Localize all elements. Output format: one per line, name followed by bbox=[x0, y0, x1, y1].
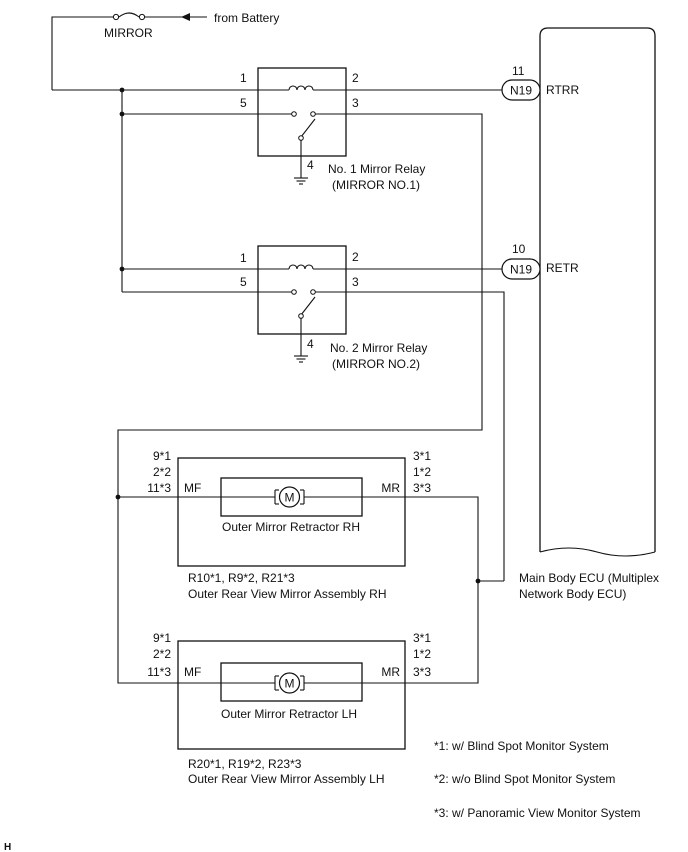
lh-assembly-name: Outer Rear View Mirror Assembly LH bbox=[188, 772, 385, 786]
relay2-pin1: 1 bbox=[240, 251, 247, 265]
lh-assembly-codes: R20*1, R19*2, R23*3 bbox=[188, 757, 302, 771]
ecu-signal-rtrr: RTRR bbox=[546, 83, 579, 97]
splice-dot bbox=[119, 266, 125, 272]
rh-terminal-mf: MF bbox=[184, 481, 201, 495]
rh-right-pin-3: 3*3 bbox=[413, 481, 431, 495]
relay1-name: No. 1 Mirror Relay bbox=[328, 162, 425, 176]
lh-right-pin-2: 1*2 bbox=[413, 647, 431, 661]
ecu-signal-retr: RETR bbox=[546, 261, 579, 275]
relay1-pin2: 2 bbox=[352, 71, 359, 85]
note-2: *2: w/o Blind Spot Monitor System bbox=[434, 772, 615, 786]
connector-n19-retr bbox=[501, 258, 541, 280]
lh-terminal-mf: MF bbox=[184, 665, 201, 679]
splice-dot bbox=[119, 111, 125, 117]
relay2-alt-name: (MIRROR NO.2) bbox=[332, 357, 420, 371]
splice-dot bbox=[115, 494, 121, 500]
relay2-pin4: 4 bbox=[307, 337, 314, 351]
rh-left-pin-3: 11*3 bbox=[147, 481, 171, 495]
wires bbox=[52, 89, 505, 684]
motor-symbol-rh: M bbox=[285, 491, 295, 505]
main-body-ecu bbox=[539, 27, 656, 557]
ecu-name-line1: Main Body ECU (Multiplex bbox=[519, 571, 659, 585]
ecu-pin-retr: 10 bbox=[512, 242, 526, 256]
motor-icon bbox=[274, 486, 305, 508]
ground-icon bbox=[294, 177, 308, 185]
mirror-assembly-rh bbox=[177, 457, 406, 567]
connector-label-retr: N19 bbox=[510, 263, 532, 277]
corner-mark: H bbox=[4, 842, 11, 852]
relay2-pin3: 3 bbox=[352, 275, 359, 289]
rh-left-pin-2: 2*2 bbox=[153, 465, 171, 479]
splice-dot bbox=[475, 578, 481, 584]
lh-right-pin-3: 3*3 bbox=[413, 665, 431, 679]
motor-symbol-lh: M bbox=[285, 677, 295, 691]
note-3: *3: w/ Panoramic View Monitor System bbox=[434, 806, 641, 820]
relay2-name: No. 2 Mirror Relay bbox=[330, 341, 427, 355]
rh-assembly-name: Outer Rear View Mirror Assembly RH bbox=[188, 587, 387, 601]
relay1-alt-name: (MIRROR NO.1) bbox=[332, 178, 420, 192]
rh-right-pin-2: 1*2 bbox=[413, 465, 431, 479]
connector-label-rtrr: N19 bbox=[510, 84, 532, 98]
relay1-pin1: 1 bbox=[240, 71, 247, 85]
retractor-rh-label: Outer Mirror Retractor RH bbox=[222, 520, 360, 534]
splice-dot bbox=[119, 87, 125, 93]
rh-right-pin-1: 3*1 bbox=[413, 449, 431, 463]
coil-icon bbox=[288, 85, 314, 91]
battery-source-label: from Battery bbox=[214, 11, 279, 25]
ecu-name-line2: Network Body ECU) bbox=[519, 587, 626, 601]
ground-icon bbox=[294, 355, 308, 363]
relay1-pin4: 4 bbox=[307, 158, 314, 172]
rh-terminal-mr: MR bbox=[381, 481, 400, 495]
mirror-assembly-lh bbox=[177, 640, 406, 750]
fuse-label: MIRROR bbox=[104, 26, 153, 40]
relay-2 bbox=[257, 245, 347, 363]
lh-left-pin-3: 11*3 bbox=[147, 665, 171, 679]
rh-left-pin-1: 9*1 bbox=[153, 449, 171, 463]
arrow-icon bbox=[181, 13, 190, 21]
rh-assembly-codes: R10*1, R9*2, R21*3 bbox=[188, 571, 295, 585]
retractor-lh-label: Outer Mirror Retractor LH bbox=[221, 707, 357, 721]
note-1: *1: w/ Blind Spot Monitor System bbox=[434, 739, 609, 753]
relay2-pin5: 5 bbox=[240, 275, 247, 289]
relay2-pin2: 2 bbox=[352, 250, 359, 264]
connector-n19-rtrr bbox=[501, 79, 541, 101]
relay1-pin3: 3 bbox=[352, 96, 359, 110]
relay1-pin5: 5 bbox=[240, 96, 247, 110]
battery-feed bbox=[51, 12, 207, 90]
motor-icon bbox=[274, 672, 305, 694]
lh-left-pin-2: 2*2 bbox=[153, 647, 171, 661]
coil-icon bbox=[288, 264, 314, 270]
lh-terminal-mr: MR bbox=[381, 665, 400, 679]
relay-1 bbox=[257, 67, 347, 185]
lh-left-pin-1: 9*1 bbox=[153, 631, 171, 645]
lh-right-pin-1: 3*1 bbox=[413, 631, 431, 645]
ecu-pin-rtrr: 11 bbox=[512, 64, 525, 78]
